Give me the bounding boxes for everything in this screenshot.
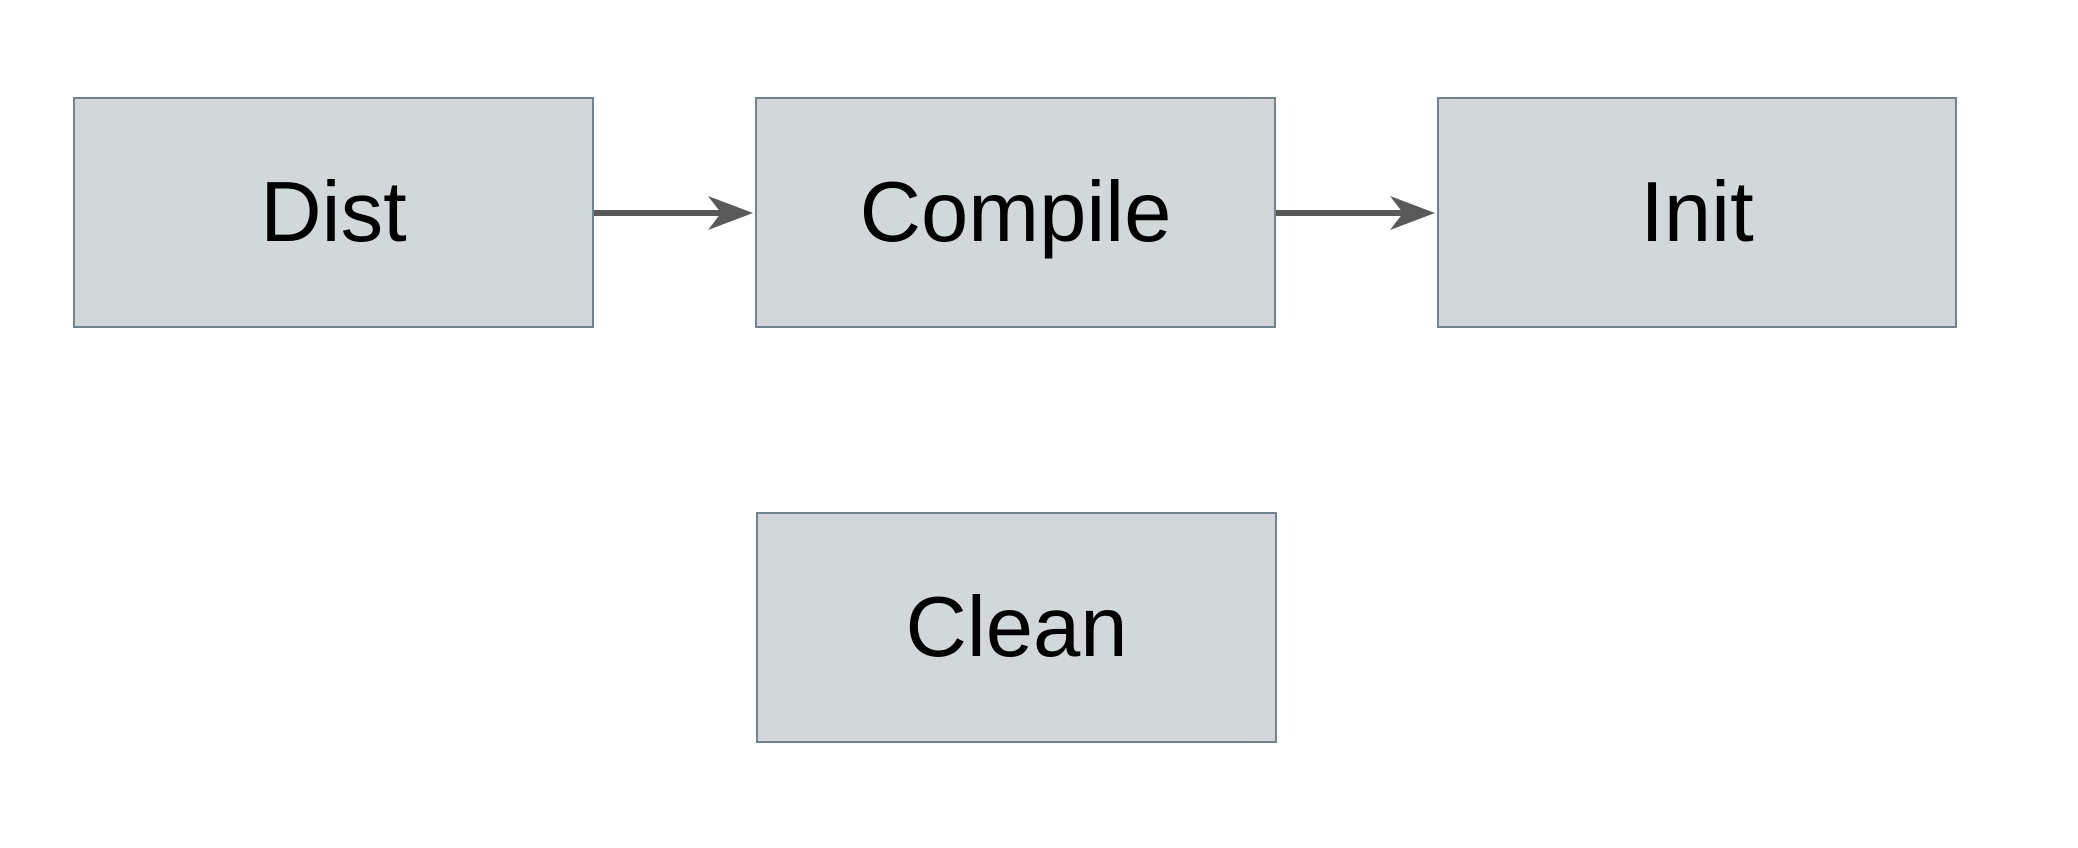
node-label: Compile: [859, 165, 1172, 260]
arrow-head: [708, 196, 753, 230]
arrow-compile-to-init-icon: [1276, 196, 1435, 230]
arrow-dist-to-compile-icon: [594, 196, 753, 230]
node-label: Clean: [905, 580, 1128, 675]
node-compile[interactable]: Compile: [755, 97, 1276, 328]
node-label: Init: [1640, 165, 1754, 260]
node-clean[interactable]: Clean: [756, 512, 1277, 743]
node-init[interactable]: Init: [1437, 97, 1957, 328]
node-dist[interactable]: Dist: [73, 97, 594, 328]
arrow-head: [1390, 196, 1435, 230]
node-label: Dist: [260, 165, 407, 260]
